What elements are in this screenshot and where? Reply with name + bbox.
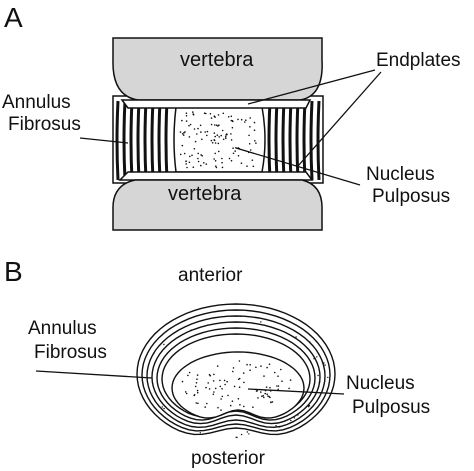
endplates-label: Endplates [376,50,461,71]
annulus-leader-a [79,137,129,144]
annulus-label-b-line1: Annulus [28,318,97,339]
nucleus-pulposus-side-view [173,106,266,173]
nucleus-leader-a [235,147,361,186]
nucleus-leader-b [247,388,345,395]
annulus-leader-b [35,370,153,379]
nucleus-label-b-line1: Nucleus [346,373,415,394]
nucleus-label-b-line2: Pulposus [352,397,430,418]
annulus-speckles [153,315,329,439]
anterior-label: anterior [178,265,243,286]
vertebra-bottom-label: vertebra [168,183,242,205]
panel-a: A vertebra vertebra Endplates Annulus [2,2,461,231]
nucleus-label-a-line2: Pulposus [372,186,450,207]
panel-b: B anterior Annulus Fibrosus Nucleus Pulp… [4,256,430,469]
nucleus-pulposus-top-view [171,351,305,419]
endplates-leader-1 [247,69,376,105]
nucleus-label-a-line1: Nucleus [366,164,435,185]
panel-b-letter: B [4,256,23,287]
annulus-fibrosus-top-view [136,303,336,436]
vertebra-top: vertebra [112,37,323,101]
annulus-label-a-line1: Annulus [2,92,71,113]
vertebra-top-label: vertebra [180,49,254,71]
posterior-label: posterior [191,448,266,469]
annulus-label-b-line2: Fibrosus [34,342,107,363]
vertebra-bottom: vertebra [112,179,323,231]
panel-a-letter: A [4,2,23,33]
endplate-top [120,99,312,109]
endplates-leader-2 [297,71,382,167]
annulus-label-a-line2: Fibrosus [8,114,81,135]
endplate-bottom [118,171,314,181]
